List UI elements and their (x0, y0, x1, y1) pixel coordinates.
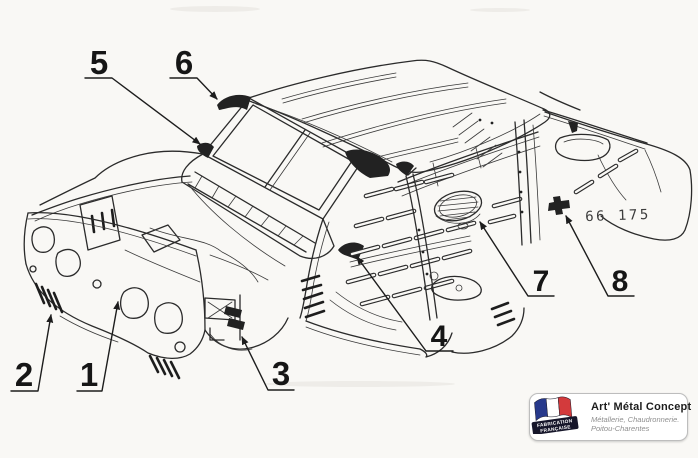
rear-hinge (548, 196, 570, 215)
logo-subtitle-2: Poitou-Charentes (591, 423, 650, 433)
callout-number-8: 8 (612, 265, 629, 298)
callout-leader-5 (84, 77, 201, 145)
floor-ribs (345, 172, 523, 307)
callout-leader-4 (356, 256, 454, 352)
callout-number-1: 1 (80, 356, 98, 393)
roof-corner-gusset (217, 94, 251, 110)
scan-artifacts (170, 6, 530, 387)
logo-title: Art' Métal Concept (591, 400, 692, 413)
logo-card: FABRICATION FRANÇAISE Art' Métal Concept… (529, 393, 692, 441)
flag-banner-line2: FRANÇAISE (540, 424, 572, 434)
floor-dome (433, 190, 483, 230)
pillars (405, 119, 541, 354)
callout-leader-7 (479, 221, 555, 297)
door-hinge-upper (224, 306, 242, 318)
part-number: 66 175 (585, 207, 651, 225)
callout-number-6: 6 (175, 44, 193, 81)
callout-leader-8 (565, 215, 635, 297)
logo-subtitle-1: Métallerie, Chaudronnerie. (591, 414, 680, 424)
floor-pan (329, 172, 523, 331)
b-pillar-top-gusset (396, 161, 414, 176)
rear-deck-and-quarter (478, 91, 693, 241)
callout-number-3: 3 (272, 355, 290, 392)
callout-leader-3 (241, 336, 295, 391)
car-body-shell (23, 59, 693, 380)
callout-leader-1 (76, 301, 121, 392)
engine-bay (31, 150, 286, 283)
hinge-pillar-and-sill (204, 218, 453, 358)
callout-number-7: 7 (533, 265, 550, 298)
deck-bracket (568, 121, 578, 133)
header-rail-gusset (345, 149, 390, 178)
callout-number-4: 4 (431, 320, 448, 353)
cowl-vent-panel (181, 153, 335, 260)
callout-leader-6 (169, 77, 218, 100)
french-flag-icon: FABRICATION FRANÇAISE (531, 396, 585, 437)
callouts: 1 2 3 4 5 6 7 8 (10, 44, 635, 393)
callout-number-2: 2 (15, 356, 33, 393)
flag-banner-line1: FABRICATION (537, 418, 573, 429)
door-hinge-lower (227, 318, 245, 330)
a-pillar-base-gusset (338, 242, 364, 260)
far-side-structure (397, 112, 541, 197)
callout-leader-2 (10, 314, 54, 392)
front-panel (23, 211, 206, 380)
callout-number-5: 5 (90, 44, 108, 81)
a-pillar-top-gusset (197, 142, 214, 158)
